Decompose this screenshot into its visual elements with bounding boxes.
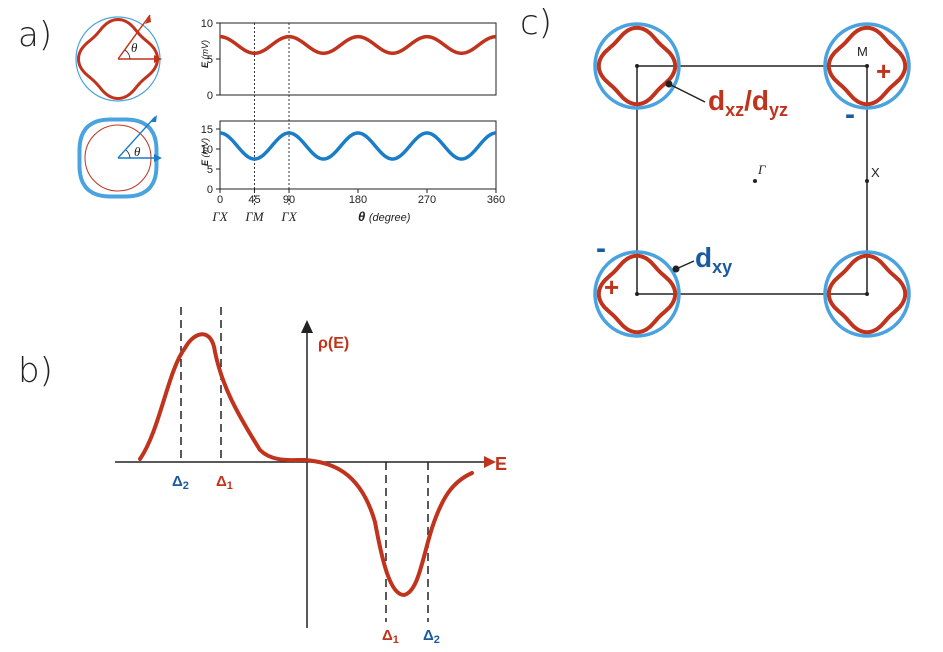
symmetry-label: ΓM — [244, 209, 264, 224]
plot-top-frame — [219, 22, 497, 96]
panel-c: M Γ X dxz/dyz dxy + - - + — [593, 22, 911, 338]
corner-point — [865, 292, 869, 296]
y-axis-arrowhead — [301, 320, 313, 333]
dxz-dyz-pocket — [826, 253, 908, 335]
m-point — [865, 64, 869, 68]
x-tick-label: 45 — [248, 194, 260, 206]
arrowhead — [145, 15, 151, 24]
y-axis-label: ρ(E) — [318, 335, 349, 352]
y-axis-label-top: E (mV) — [200, 40, 210, 68]
y-ticks-bottom: 0 5 10 15 — [201, 124, 220, 196]
x-axis-label: E — [495, 454, 507, 474]
y-tick-label: 15 — [201, 124, 213, 136]
panel-a-plots: 0 5 10 0 5 10 15 0 45 90 180 270 360 ΓX ΓM ΓX E (mV)… — [200, 18, 505, 224]
pointer-dot — [665, 80, 673, 88]
arrowhead — [154, 55, 162, 63]
label-M: M — [857, 44, 868, 59]
arrowhead — [150, 115, 157, 122]
dxz-dyz-pocket — [826, 25, 908, 107]
x-axis-arrowhead — [484, 456, 496, 468]
x-tick-label: 90 — [283, 194, 295, 206]
sign-minus-M: - — [845, 98, 855, 131]
theta-symbol: θ — [131, 40, 138, 55]
y-tick-label: 10 — [201, 144, 213, 156]
theta-arrow — [117, 14, 151, 60]
panel-a-bottom-cartoon: θ — [77, 115, 162, 199]
sign-minus-corner: - — [596, 232, 606, 265]
symmetry-label: ΓX — [211, 209, 228, 224]
y-ticks-top: 0 5 10 — [201, 18, 220, 102]
fermi-pocket-blue — [77, 117, 159, 199]
sign-plus-corner: + — [604, 272, 619, 302]
panel-label-c: c) — [520, 3, 552, 43]
angle-arc — [124, 49, 131, 60]
delta2-label-right: Δ2 — [423, 627, 440, 646]
fermi-pocket-red — [76, 17, 160, 101]
dxz-dyz-pocket — [596, 25, 678, 107]
corner-point — [635, 64, 639, 68]
panel-label-a: a) — [18, 15, 52, 55]
symmetry-guides — [254, 23, 290, 206]
dxy-pocket — [823, 22, 911, 110]
series-line-blue — [219, 131, 497, 161]
dxy-pocket — [823, 250, 911, 338]
y-tick-label: 0 — [207, 184, 213, 196]
arrowhead — [154, 154, 162, 162]
x-tick-label: 180 — [349, 194, 367, 206]
x-tick-label: 0 — [217, 194, 223, 206]
pointer-dot — [672, 265, 680, 273]
x-ticks: 0 45 90 180 270 360 — [217, 189, 505, 206]
x-tick-label: 360 — [487, 194, 505, 206]
series-line-red — [219, 34, 497, 55]
dxy-pocket — [593, 250, 681, 338]
delta1-label-right: Δ1 — [382, 627, 399, 646]
angle-arc — [125, 149, 131, 159]
dxz-dyz-pocket — [596, 253, 678, 335]
label-dxz-dyz: dxz/dyz — [708, 85, 788, 120]
y-axis-label-bottom: E (mV) — [200, 138, 210, 166]
theta-arrow — [117, 116, 156, 159]
x-point — [865, 179, 869, 183]
symmetry-labels: ΓX ΓM ΓX — [211, 209, 297, 224]
y-tick-label: 5 — [207, 54, 213, 66]
corner-point — [635, 292, 639, 296]
pointer-dxz — [668, 83, 706, 103]
panel-b: ρ(E) E Δ2 Δ1 Δ1 Δ2 — [115, 307, 507, 646]
x-axis-label: θ (degree) — [358, 209, 411, 224]
label-X: X — [871, 165, 880, 180]
dos-curve — [138, 332, 474, 598]
delta1-label-left: Δ1 — [216, 473, 233, 492]
y-tick-label: 5 — [207, 164, 213, 176]
panel-a-top-cartoon: θ — [75, 14, 162, 102]
symmetry-label: ΓX — [280, 209, 297, 224]
delta2-label-left: Δ2 — [172, 473, 189, 492]
x-tick-label: 270 — [418, 194, 436, 206]
panel-label-b: b) — [18, 351, 53, 391]
sign-plus-M: + — [876, 56, 891, 86]
y-tick-label: 0 — [207, 90, 213, 102]
theta-symbol: θ — [134, 144, 141, 159]
y-tick-label: 10 — [201, 18, 213, 30]
dxy-pocket — [593, 22, 681, 110]
label-Gamma: Γ — [757, 162, 766, 177]
label-dxy: dxy — [695, 242, 732, 277]
gamma-point — [753, 179, 757, 183]
fermi-pockets — [593, 22, 911, 338]
